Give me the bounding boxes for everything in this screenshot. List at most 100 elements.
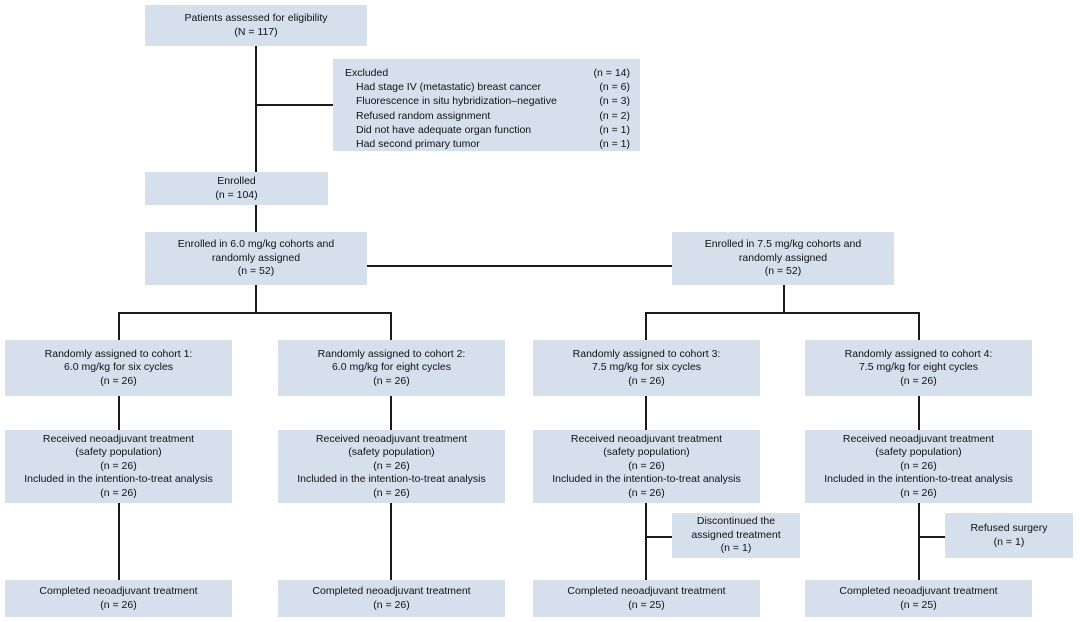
node-line: (n = 26) xyxy=(628,486,665,499)
node-line: (n = 26) xyxy=(900,459,937,472)
node-line: Refused surgery xyxy=(970,522,1048,534)
node-line: (n = 1) xyxy=(720,542,752,555)
connector-to-discontinued xyxy=(645,536,673,538)
node-cohort-4: Randomly assigned to cohort 4: 7.5 mg/kg… xyxy=(805,340,1032,396)
node-line: (n = 26) xyxy=(100,374,137,387)
node-line: Patients assessed for eligibility xyxy=(184,12,328,24)
node-line: (n = 1) xyxy=(993,535,1025,548)
connector-60-down xyxy=(255,285,257,313)
excluded-row: Did not have adequate organ function (n … xyxy=(345,123,630,137)
connector-cohort1-received xyxy=(118,396,120,430)
node-line: Completed neoadjuvant treatment xyxy=(39,585,198,597)
node-line: (n = 26) xyxy=(373,598,410,611)
node-line: (n = 26) xyxy=(100,598,137,611)
node-line: Included in the intention-to-treat analy… xyxy=(824,473,1013,486)
node-received-treatment-3: Received neoadjuvant treatment (safety p… xyxy=(533,430,760,503)
connector-enrolled-down xyxy=(255,204,257,240)
node-received-treatment-2: Received neoadjuvant treatment (safety p… xyxy=(278,430,505,503)
node-line: Included in the intention-to-treat analy… xyxy=(24,473,213,486)
node-completed-treatment-2: Completed neoadjuvant treatment (n = 26) xyxy=(278,580,505,617)
node-enrolled-60mgkg: Enrolled in 6.0 mg/kg cohorts and random… xyxy=(145,232,367,285)
node-line: (n = 52) xyxy=(237,265,275,278)
excluded-label: Had stage IV (metastatic) breast cancer xyxy=(356,81,541,94)
node-completed-treatment-3: Completed neoadjuvant treatment (n = 25) xyxy=(533,580,760,617)
node-line: (n = 26) xyxy=(100,459,137,472)
node-line: (n = 26) xyxy=(373,486,410,499)
node-line: Randomly assigned to cohort 2: xyxy=(317,347,466,360)
excluded-row: Refused random assignment (n = 2) xyxy=(345,109,630,123)
node-completed-treatment-4: Completed neoadjuvant treatment (n = 25) xyxy=(805,580,1032,617)
node-line: (n = 26) xyxy=(900,486,937,499)
node-line: 7.5 mg/kg for eight cycles xyxy=(858,361,979,374)
excluded-label: Had second primary tumor xyxy=(356,138,480,151)
node-line: randomly assigned xyxy=(738,251,828,264)
node-line: (n = 26) xyxy=(900,374,937,387)
excluded-count: (n = 1) xyxy=(599,123,630,136)
node-discontinued-treatment: Discontinued the assigned treatment (n =… xyxy=(672,513,800,558)
connector-received1-completed xyxy=(118,503,120,580)
excluded-count: (n = 2) xyxy=(599,109,630,122)
node-received-treatment-4: Received neoadjuvant treatment (safety p… xyxy=(805,430,1032,503)
node-refused-surgery: Refused surgery (n = 1) xyxy=(945,513,1073,558)
excluded-label: Refused random assignment xyxy=(356,109,491,122)
node-cohort-3: Randomly assigned to cohort 3: 7.5 mg/kg… xyxy=(533,340,760,396)
node-line: (n = 25) xyxy=(900,598,937,611)
connector-cohort4-received xyxy=(918,396,920,430)
connector-to-cohort1 xyxy=(118,312,120,340)
node-line: Discontinued the xyxy=(696,515,776,528)
node-line: (n = 104) xyxy=(215,188,258,201)
node-line: Randomly assigned to cohort 4: xyxy=(844,347,993,360)
excluded-row: Had stage IV (metastatic) breast cancer … xyxy=(345,80,630,94)
node-line: 6.0 mg/kg for eight cycles xyxy=(331,361,452,374)
node-enrolled: Enrolled (n = 104) xyxy=(145,172,328,205)
excluded-row: Fluorescence in situ hybridization–negat… xyxy=(345,94,630,108)
excluded-row: Had second primary tumor (n = 1) xyxy=(345,137,630,151)
node-line: (safety population) xyxy=(75,446,162,459)
connector-75-down xyxy=(783,285,785,313)
node-received-treatment-1: Received neoadjuvant treatment (safety p… xyxy=(5,430,232,503)
node-cohort-1: Randomly assigned to cohort 1: 6.0 mg/kg… xyxy=(5,340,232,396)
node-enrolled-75mgkg: Enrolled in 7.5 mg/kg cohorts and random… xyxy=(672,232,894,285)
node-line: (n = 26) xyxy=(373,374,410,387)
node-line: (safety population) xyxy=(603,446,690,459)
node-line: Completed neoadjuvant treatment xyxy=(839,585,998,597)
connector-cohort3-received xyxy=(645,396,647,430)
node-line: Randomly assigned to cohort 3: xyxy=(572,347,721,360)
node-line: 6.0 mg/kg for six cycles xyxy=(63,361,174,374)
node-line: (n = 26) xyxy=(628,374,665,387)
node-line: Enrolled in 7.5 mg/kg cohorts and xyxy=(704,238,862,251)
node-line: Randomly assigned to cohort 1: xyxy=(44,347,193,360)
excluded-count: (n = 6) xyxy=(599,81,630,94)
node-excluded: Excluded (n = 14) Had stage IV (metastat… xyxy=(333,59,640,151)
connector-to-refused xyxy=(918,536,946,538)
node-line: Enrolled xyxy=(217,175,256,187)
node-line: (n = 26) xyxy=(628,459,665,472)
node-patients-assessed: Patients assessed for eligibility (N = 1… xyxy=(145,5,367,46)
node-line: (n = 52) xyxy=(764,265,802,278)
connector-received3-completed xyxy=(645,503,647,580)
node-line: assigned treatment xyxy=(691,528,781,541)
excluded-label: Did not have adequate organ function xyxy=(356,123,532,136)
node-line: (safety population) xyxy=(875,446,962,459)
node-line: Included in the intention-to-treat analy… xyxy=(297,473,486,486)
connector-assessed-to-enrolled xyxy=(255,46,257,174)
node-line: Completed neoadjuvant treatment xyxy=(567,585,726,597)
node-line: (n = 26) xyxy=(100,486,137,499)
node-line: Included in the intention-to-treat analy… xyxy=(552,473,741,486)
node-line: (safety population) xyxy=(348,446,435,459)
node-cohort-2: Randomly assigned to cohort 2: 6.0 mg/kg… xyxy=(278,340,505,396)
excluded-row: Excluded (n = 14) xyxy=(345,66,630,80)
node-line: (n = 26) xyxy=(373,459,410,472)
node-line: (N = 117) xyxy=(234,25,278,38)
node-line: 7.5 mg/kg for six cycles xyxy=(591,361,702,374)
node-line: Completed neoadjuvant treatment xyxy=(312,585,471,597)
connector-to-cohort2 xyxy=(390,312,392,340)
connector-to-cohort3 xyxy=(645,312,647,340)
connector-cohort2-received xyxy=(390,396,392,430)
excluded-label: Excluded xyxy=(345,67,389,79)
excluded-count: (n = 14) xyxy=(593,67,630,79)
node-line: Received neoadjuvant treatment xyxy=(42,432,195,445)
excluded-count: (n = 1) xyxy=(599,138,630,151)
node-line: Received neoadjuvant treatment xyxy=(315,432,468,445)
connector-received4-completed xyxy=(918,503,920,580)
